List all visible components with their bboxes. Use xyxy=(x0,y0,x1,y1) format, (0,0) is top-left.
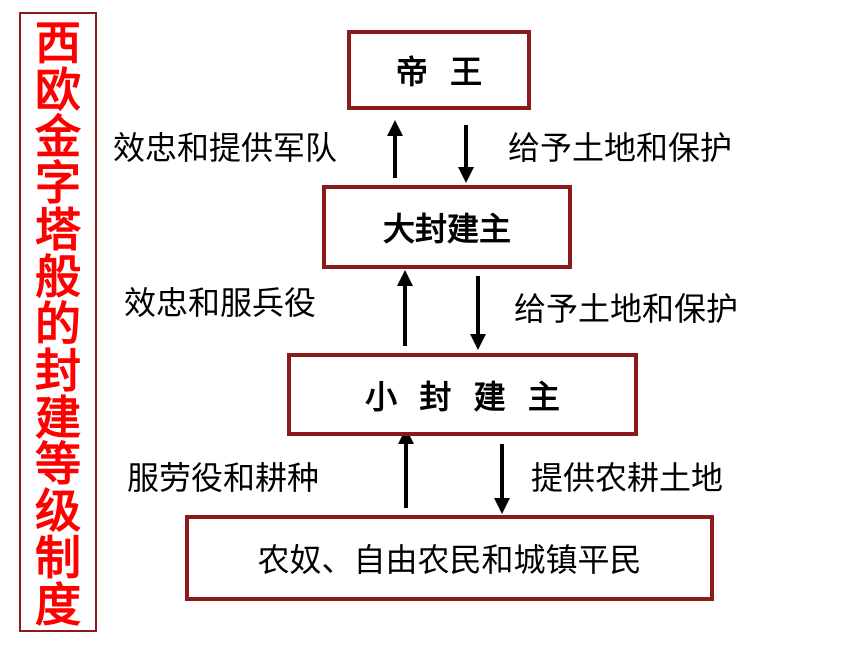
label-great-to-lesser: 给予土地和保护 xyxy=(514,290,739,328)
great-lords-label: 大封建主 xyxy=(382,210,511,248)
emperor-label: 帝 王 xyxy=(395,53,483,91)
title-char: 级 xyxy=(35,484,81,539)
title-char: 制 xyxy=(35,531,81,586)
label-emperor-to-great: 给予土地和保护 xyxy=(508,129,733,167)
label-commoners-to-lesser: 服劳役和耕种 xyxy=(127,459,320,497)
commoners-box: 农奴、自由农民和城镇平民 xyxy=(185,515,714,601)
commoners-label: 农奴、自由农民和城镇平民 xyxy=(257,541,642,579)
vertical-title: 西 欧 金 字 塔 般 的 封 建 等 级 制 度 xyxy=(19,12,97,632)
great-lords-box: 大封建主 xyxy=(322,185,572,269)
title-char: 度 xyxy=(35,577,81,632)
title-char: 等 xyxy=(35,437,81,492)
title-char: 欧 xyxy=(35,62,81,117)
title-char: 的 xyxy=(35,296,81,351)
title-char: 封 xyxy=(35,343,81,398)
label-great-to-emperor: 效忠和提供军队 xyxy=(113,129,338,167)
lesser-lords-label: 小 封 建 主 xyxy=(365,377,560,416)
title-char: 字 xyxy=(35,156,81,211)
emperor-box: 帝 王 xyxy=(347,30,531,110)
title-char: 塔 xyxy=(35,203,81,258)
title-char: 金 xyxy=(35,109,81,164)
title-char: 般 xyxy=(35,250,81,305)
label-lesser-to-great: 效忠和服兵役 xyxy=(124,284,317,322)
label-lesser-to-commoners: 提供农耕土地 xyxy=(531,459,724,497)
title-char: 西 xyxy=(35,16,81,70)
title-char: 建 xyxy=(35,390,81,445)
lesser-lords-box: 小 封 建 主 xyxy=(287,353,638,436)
